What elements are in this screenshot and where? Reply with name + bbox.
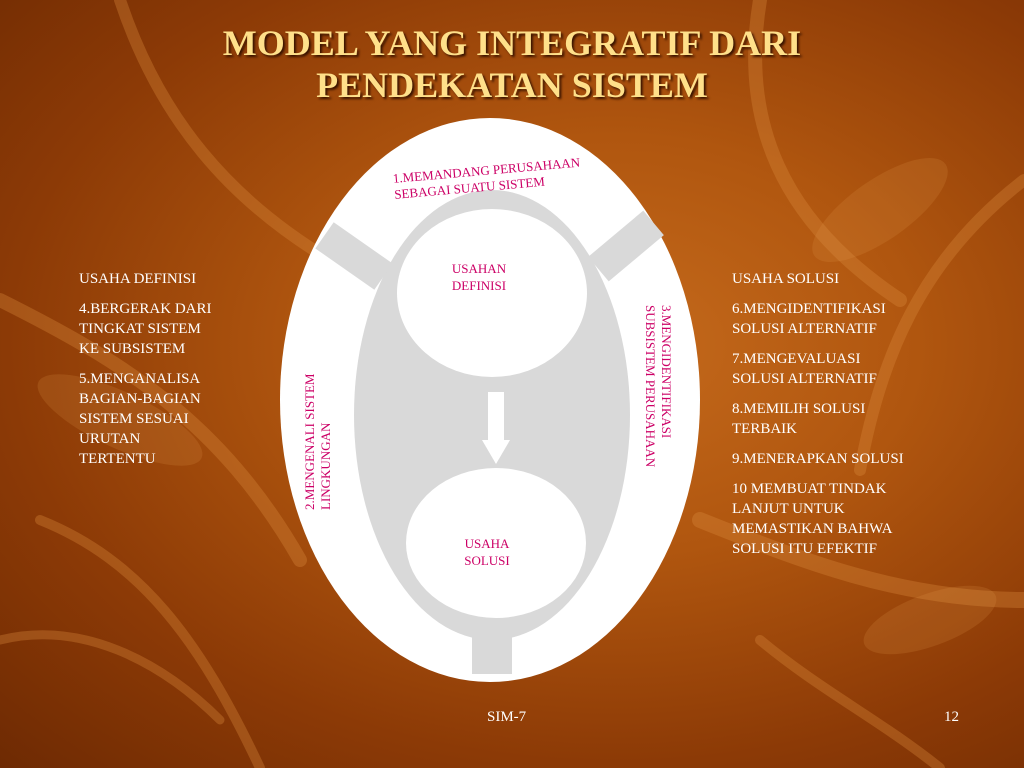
usaha-solusi-list: USAHA SOLUSI 6.MENGIDENTIFIKASI SOLUSI A… [732, 269, 947, 569]
ring-gap-bottom [472, 634, 512, 674]
title-line-1: MODEL YANG INTEGRATIF DARI [222, 23, 802, 63]
top-circle [397, 209, 587, 377]
right-list-item: USAHA SOLUSI [732, 271, 840, 287]
footer-course-label: SIM-7 [487, 709, 527, 725]
left-list-item: USAHA DEFINISI [79, 271, 197, 287]
ring-gap-right [588, 210, 664, 282]
top-circle-label-1: USAHAN [452, 261, 507, 276]
left-list-item: 4.BERGERAK DARI TINGKAT SISTEM KE SUBSIS… [79, 301, 212, 357]
step-3-line-2: SUBSISTEM PERUSAHAAN [643, 305, 658, 468]
down-arrow-icon [482, 392, 510, 464]
top-circle-label-2: DEFINISI [452, 278, 506, 293]
right-list-item: 7.MENGEVALUASI SOLUSI ALTERNATIF [732, 351, 877, 387]
right-list-item: 10 MEMBUAT TINDAK LANJUT UNTUK MEMASTIKA… [732, 481, 893, 557]
right-list-item: 9.MENERAPKAN SOLUSI [732, 451, 904, 467]
bottom-circle-label-1: USAHA [465, 536, 510, 551]
bottom-circle [406, 468, 586, 618]
title-line-2: PENDEKATAN SISTEM [316, 65, 708, 105]
ring-gap-left [315, 222, 393, 290]
right-list-item: 6.MENGIDENTIFIKASI SOLUSI ALTERNATIF [732, 301, 886, 337]
step-2-line-1: 2.MENGENALI SISTEM [302, 373, 317, 510]
left-list-item: 5.MENGANALISA BAGIAN-BAGIAN SISTEM SESUA… [79, 371, 201, 467]
step-3-line-1: 3.MENGIDENTIFIKASI [659, 305, 674, 438]
page-title: MODEL YANG INTEGRATIF DARI PENDEKATAN SI… [0, 22, 1024, 106]
usaha-definisi-list: USAHA DEFINISI 4.BERGERAK DARI TINGKAT S… [79, 269, 249, 479]
right-list-item: 8.MEMILIH SOLUSI TERBAIK [732, 401, 866, 437]
step-2-line-2: LINGKUNGAN [318, 422, 333, 510]
slide-number: 12 [944, 709, 959, 725]
bottom-circle-label-2: SOLUSI [464, 553, 510, 568]
